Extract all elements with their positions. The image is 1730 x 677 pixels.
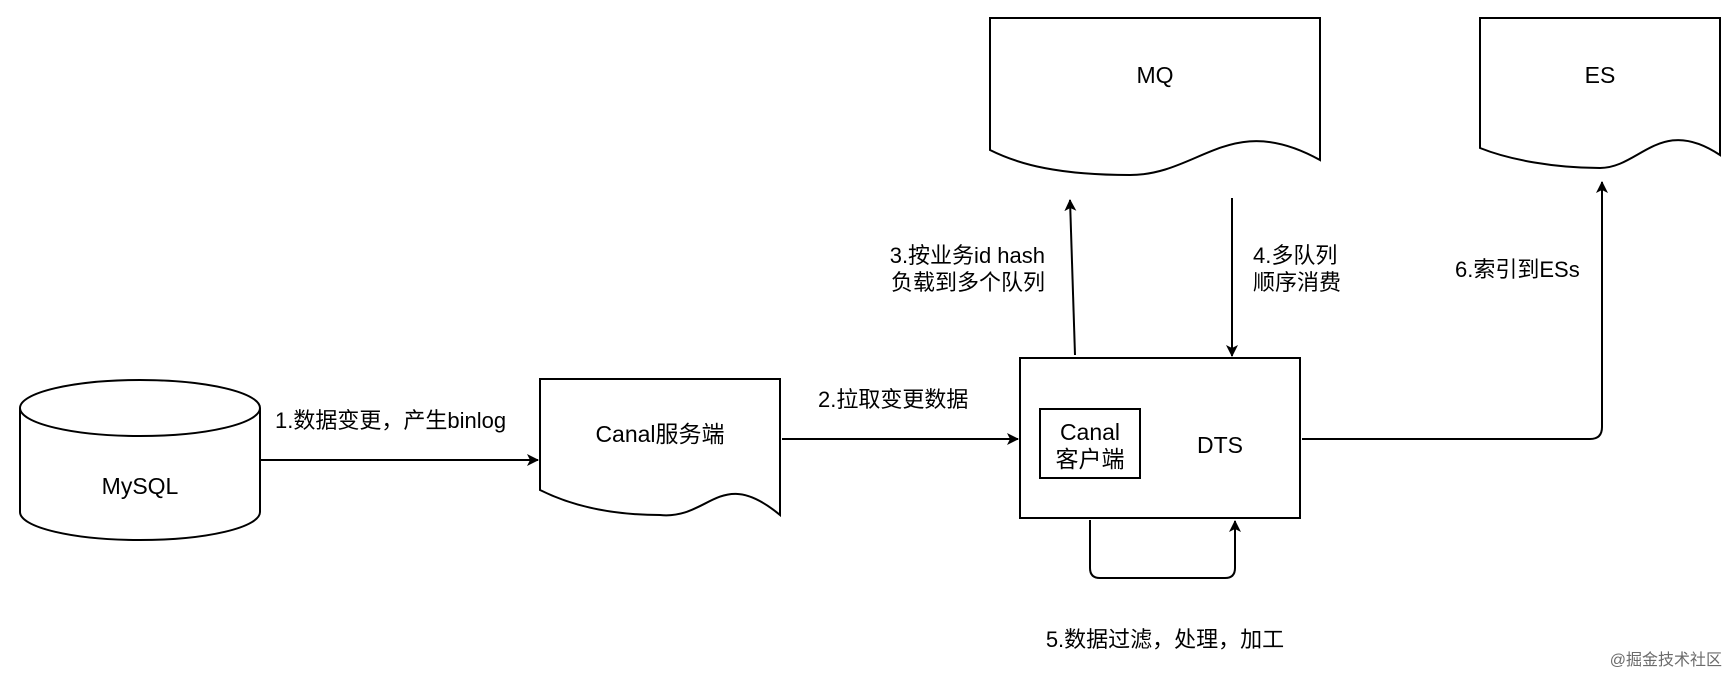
step4-label-line1: 4.多队列 [1253,243,1337,268]
canal-client-label-line2: 客户端 [1056,446,1125,472]
canal-server-label: Canal服务端 [595,421,724,447]
mq-label: MQ [1136,62,1173,88]
canal-client-label-line1: Canal [1060,419,1120,445]
step2-label: 2.拉取变更数据 [818,387,968,412]
step3-label-line1: 3.按业务id hash [890,243,1045,268]
edge-mq-to-dts: 4.多队列 顺序消费 [1226,198,1341,357]
edge-dts-to-es: 6.索引到ESs [1302,181,1608,440]
edge-dts-to-mq: 3.按业务id hash 负载到多个队列 [890,199,1077,356]
step3-label-line2: 负载到多个队列 [891,270,1045,295]
es-node: ES [1479,17,1721,170]
mysql-database-node: MySQL [19,379,261,541]
es-label: ES [1585,62,1616,88]
canal-server-node: Canal服务端 [539,378,781,518]
step5-label: 5.数据过滤，处理，加工 [1046,627,1284,652]
mq-node: MQ [989,17,1321,177]
dts-label: DTS [1197,432,1243,458]
mysql-label: MySQL [102,473,179,499]
watermark: @掘金技术社区 [1610,651,1722,669]
step6-label: 6.索引到ESs [1455,257,1580,282]
edge-canal-server-to-dts: 2.拉取变更数据 [782,387,1019,445]
canal-client-node: Canal 客户端 [1039,408,1141,479]
step4-label-line2: 顺序消费 [1253,270,1341,295]
step1-label: 1.数据变更，产生binlog [275,408,506,433]
edge-dts-self-loop: 5.数据过滤，处理，加工 [1046,520,1284,652]
edge-mysql-to-canal-server: 1.数据变更，产生binlog [260,408,539,466]
